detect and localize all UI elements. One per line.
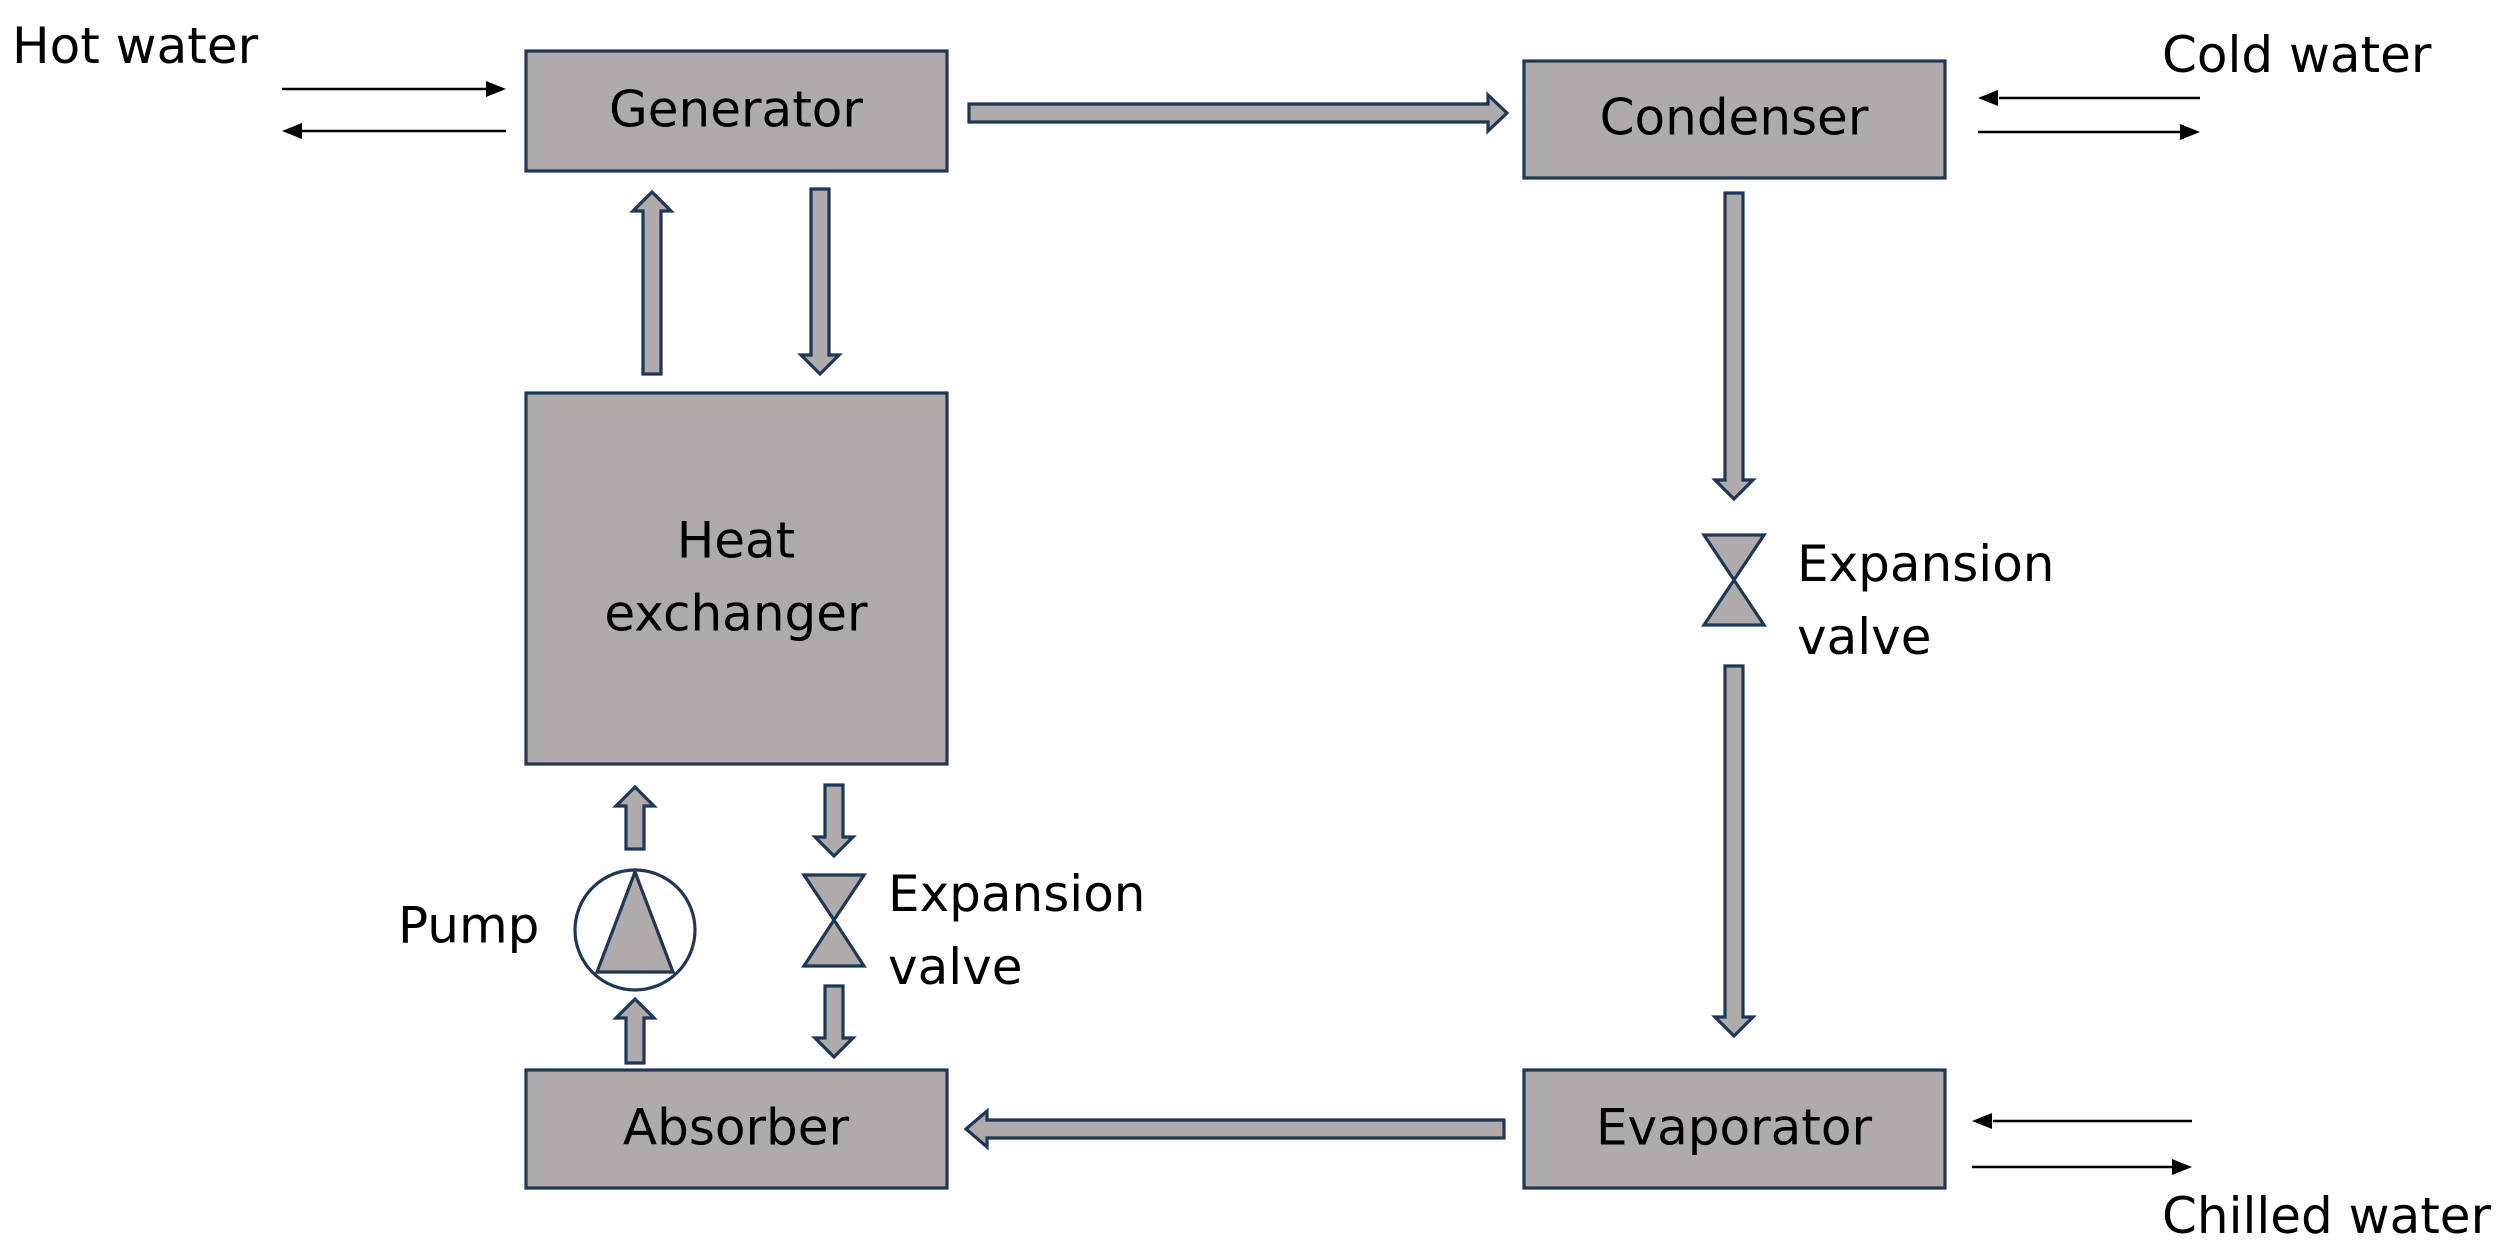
hot-water-outlet-arrowhead [282,123,302,139]
arrow-pump-to-heat-exchanger [612,784,658,851]
arrow-expansion-valve-to-absorber [811,984,857,1060]
cold-water-inlet-arrowhead [1978,90,1998,106]
generator: Generator [524,49,949,173]
arrow-condenser-to-expansion-valve [1711,191,1757,502]
arrow-heat-exchanger-to-expansion-valve [811,783,857,859]
pump-triangle [594,867,676,974]
heat-exchanger-label-line1: Heat [677,512,796,570]
generator-label: Generator [609,81,863,139]
hot-water-inlet-arrowhead [486,81,506,97]
expansion-valve-right-label-line2: valve [1797,608,1931,666]
expansion-valve-left-icon [801,873,867,968]
pump: Pump [398,867,697,992]
condenser-label: Condenser [1600,89,1869,147]
arrow-evaporator-to-absorber [963,1107,1506,1151]
cold-water-stream: Cold water [1978,26,2432,140]
expansion-valve-right-label-line1: Expansion [1797,535,2054,593]
absorber-box [524,1068,949,1190]
pump-label: Pump [398,897,539,955]
arrow-generator-to-condenser [967,91,1510,135]
arrow-generator-to-heat-exchanger [797,187,843,377]
hot-water-stream: Hot water [12,17,506,139]
evaporator-box [1522,1068,1947,1190]
evaporator-label: Evaporator [1596,1099,1873,1157]
cold-water-label: Cold water [2162,26,2432,84]
expansion-valve-right-icon [1701,533,1767,627]
expansion-valve-right: Expansion valve [1701,533,2054,666]
chilled-water-stream: Chilled water [1972,1113,2492,1245]
cold-water-outlet-arrowhead [2180,124,2200,140]
chilled-water-inlet-arrowhead [1972,1113,1992,1129]
heat-exchanger-box [524,391,949,766]
heat-exchanger-label-line2: exchanger [604,585,868,643]
expansion-valve-left-label-line2: valve [888,938,1022,996]
expansion-valve-left: Expansion valve [801,865,1145,996]
arrow-absorber-to-pump [612,996,658,1065]
hot-water-label: Hot water [12,17,259,75]
condenser-box [1522,59,1947,180]
absorber-label: Absorber [623,1099,850,1157]
expansion-valve-left-label-line1: Expansion [888,865,1145,923]
condenser: Condenser [1522,59,1947,180]
chilled-water-outlet-arrowhead [2172,1159,2192,1175]
arrow-heat-exchanger-to-generator [629,189,675,376]
absorber: Absorber [524,1068,949,1190]
chilled-water-label: Chilled water [2162,1187,2492,1245]
evaporator: Evaporator [1522,1068,1947,1190]
generator-box [524,49,949,173]
arrow-expansion-valve-to-evaporator [1711,664,1757,1039]
heat-exchanger: Heat exchanger [524,391,949,766]
